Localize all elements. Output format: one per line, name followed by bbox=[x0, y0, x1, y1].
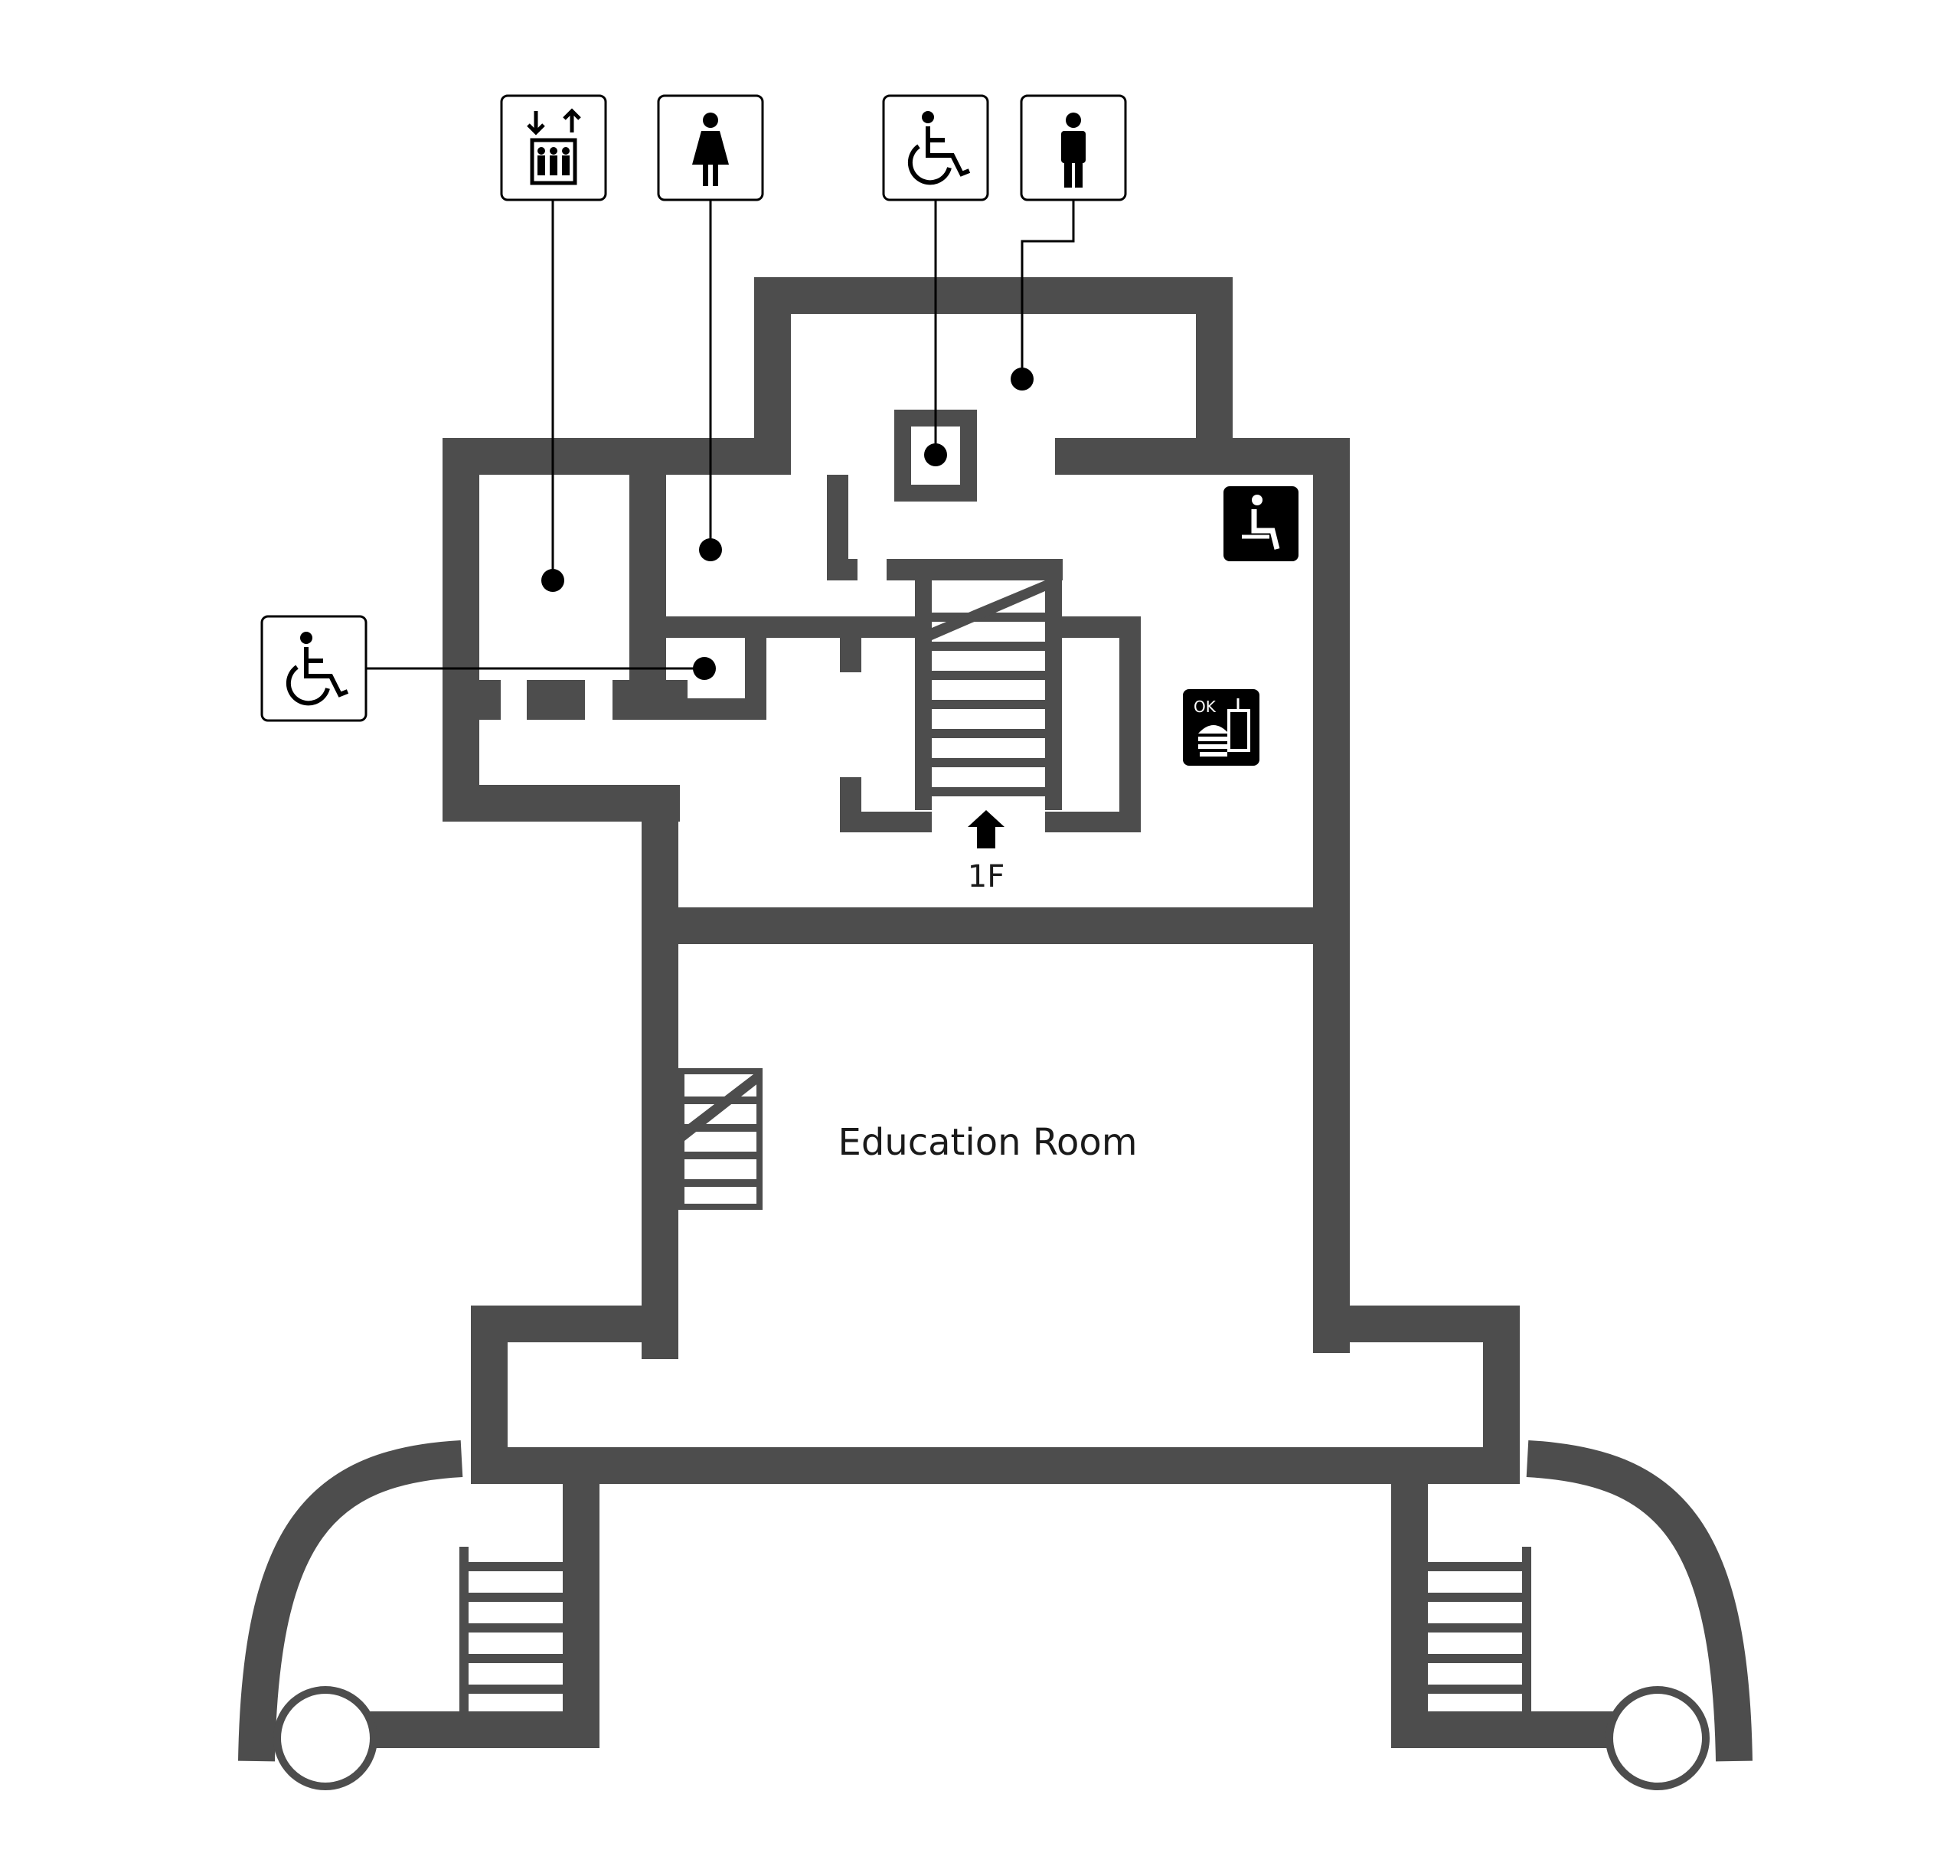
mens-restroom-icon[interactable] bbox=[1020, 94, 1127, 201]
rest-area-icon[interactable] bbox=[1223, 486, 1298, 561]
womens-restroom-icon[interactable] bbox=[657, 94, 764, 201]
food-badge-text: OK bbox=[1194, 698, 1217, 716]
pillar-left bbox=[273, 1686, 377, 1790]
food-drink-allowed-icon[interactable]: OK bbox=[1183, 689, 1259, 766]
accessible-restroom-icon[interactable] bbox=[882, 94, 989, 201]
floor-plan-walls bbox=[443, 277, 1520, 1484]
accessible-restroom-icon[interactable] bbox=[260, 615, 368, 722]
bottom-left-staircase bbox=[459, 1547, 563, 1719]
location-dots bbox=[541, 368, 1034, 680]
floor-label: 1F bbox=[968, 859, 1004, 894]
pillar-right bbox=[1606, 1686, 1710, 1790]
education-room-staircase bbox=[678, 1068, 763, 1210]
room-label-education-room: Education Room bbox=[838, 1121, 1138, 1164]
bottom-right-staircase bbox=[1428, 1547, 1531, 1719]
elevator-icon[interactable] bbox=[500, 94, 607, 201]
up-arrow-icon bbox=[968, 810, 1004, 848]
leader-lines bbox=[366, 201, 1075, 670]
main-staircase bbox=[932, 580, 1045, 796]
bottom-wings bbox=[238, 1440, 1753, 1762]
